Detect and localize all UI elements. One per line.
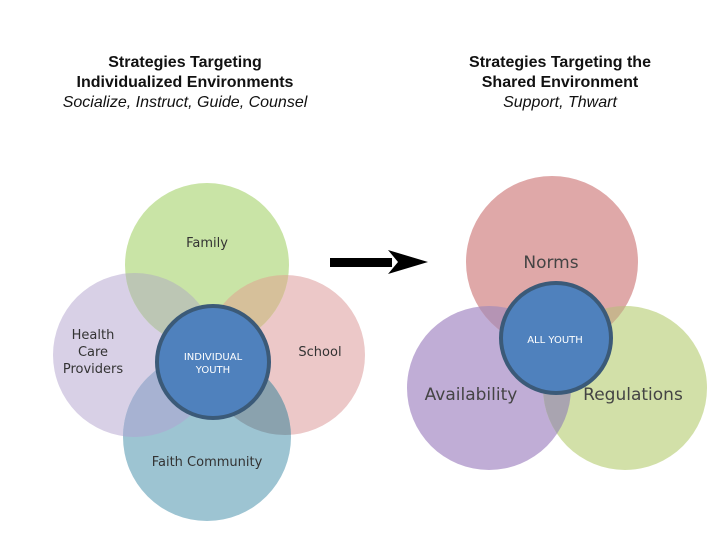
- right-heading-subtitle: Support, Thwart: [503, 94, 617, 111]
- regulations-label: Regulations: [583, 385, 683, 405]
- norms-label: Norms: [523, 253, 578, 273]
- arrow-icon: [330, 250, 428, 274]
- all-youth-circle: [499, 281, 613, 395]
- right-heading-line2: Shared Environment: [481, 74, 639, 91]
- all-youth-label: ALL YOUTH: [527, 335, 583, 346]
- health-label-line1: Health: [72, 328, 115, 343]
- center-label-line1: INDIVIDUAL: [184, 352, 243, 363]
- right-heading: Strategies Targeting the Shared Environm…: [410, 53, 710, 113]
- right-venn: Norms Availability Regulations ALL YOUTH: [407, 176, 707, 470]
- family-label: Family: [186, 236, 228, 251]
- left-venn: Family Health Care Providers School Fait…: [53, 183, 365, 521]
- left-heading: Strategies Targeting Individualized Envi…: [30, 53, 340, 113]
- family-health-overlap: [125, 273, 217, 347]
- right-heading-line1: Strategies Targeting the: [469, 54, 651, 71]
- left-heading-line1: Strategies Targeting: [108, 54, 262, 71]
- health-label-line3: Providers: [63, 362, 124, 377]
- left-heading-line2: Individualized Environments: [76, 74, 294, 91]
- school-label: School: [298, 345, 341, 360]
- availability-label: Availability: [425, 385, 518, 405]
- left-heading-subtitle: Socialize, Instruct, Guide, Counsel: [62, 94, 308, 111]
- health-label-line2: Care: [78, 345, 108, 360]
- center-label-line2: YOUTH: [195, 365, 230, 376]
- individual-youth-circle: [155, 304, 271, 420]
- faith-label: Faith Community: [152, 455, 263, 470]
